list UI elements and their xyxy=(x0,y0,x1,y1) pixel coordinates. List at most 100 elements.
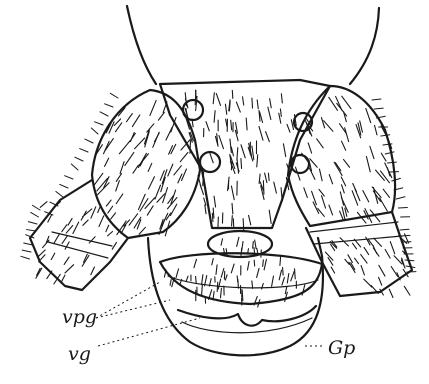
hatch-stroke xyxy=(108,231,113,235)
hatch-stroke xyxy=(73,222,79,233)
hatch-stroke xyxy=(155,185,161,199)
hatch-stroke xyxy=(116,174,121,182)
left-leg-band xyxy=(52,232,112,246)
hatch-stroke xyxy=(99,216,104,227)
hatch-stroke xyxy=(166,127,172,140)
bristle xyxy=(22,250,31,252)
hatch-stroke xyxy=(302,285,305,295)
hatch-stroke xyxy=(379,265,385,276)
hatch-stroke xyxy=(283,268,284,276)
hatch-stroke xyxy=(91,267,95,275)
label-vpg: vpg xyxy=(62,306,97,328)
hatch-stroke xyxy=(190,141,191,154)
hatch-stroke xyxy=(243,97,244,105)
hatch-stroke xyxy=(375,125,377,134)
hatch-stroke xyxy=(361,266,364,275)
hatch-stroke xyxy=(265,173,267,183)
hatch-stroke xyxy=(170,280,171,286)
hatch-stroke xyxy=(204,198,206,205)
hatch-stroke xyxy=(168,164,173,176)
bristle xyxy=(398,207,407,208)
ventral-plate xyxy=(160,253,322,304)
bristle xyxy=(392,178,401,181)
hatch-stroke xyxy=(147,206,153,215)
bristle xyxy=(385,152,394,154)
hatch-stroke xyxy=(321,118,324,128)
hatch-stroke xyxy=(145,198,155,209)
hatch-stroke xyxy=(148,177,154,189)
hatch-stroke xyxy=(243,219,244,232)
hatch-stroke xyxy=(279,113,281,123)
hatch-stroke xyxy=(343,159,349,167)
hatch-stroke xyxy=(195,90,196,104)
hatch-stroke xyxy=(236,102,240,112)
hatch-stroke xyxy=(145,131,150,147)
hatch-stroke xyxy=(225,275,227,280)
bristle xyxy=(374,108,383,109)
right-leg-band-2 xyxy=(314,236,402,244)
bristle xyxy=(75,157,83,161)
hatch-stroke xyxy=(281,94,282,103)
bristle xyxy=(31,212,39,217)
hatch-stroke xyxy=(36,268,42,278)
label-vg: vg xyxy=(68,343,91,365)
hatch-stroke xyxy=(390,242,394,254)
hatch-stroke xyxy=(255,240,256,248)
hatch-stroke xyxy=(366,109,371,123)
hatch-stroke xyxy=(385,249,390,258)
hatch-stroke xyxy=(205,205,206,214)
hatch-stroke xyxy=(216,265,217,275)
hatch-stroke xyxy=(280,257,281,265)
hatch-stroke xyxy=(242,241,243,250)
hatch-stroke xyxy=(176,269,178,277)
hatch-stroke xyxy=(246,118,247,130)
hatch-stroke xyxy=(83,209,92,217)
bristle xyxy=(95,122,103,125)
hatch-stroke xyxy=(321,196,325,208)
bristle xyxy=(401,235,410,236)
hatch-stroke xyxy=(257,100,258,109)
hatch-stroke xyxy=(212,259,213,265)
vg-leader xyxy=(98,318,200,346)
hatch-stroke xyxy=(138,153,146,167)
hatch-stroke xyxy=(287,124,290,132)
genital-plate-outline xyxy=(148,238,323,355)
hatch-stroke xyxy=(97,178,108,191)
hatch-stroke xyxy=(264,259,266,269)
hatch-stroke xyxy=(237,148,238,160)
hatch-stroke xyxy=(379,277,382,285)
hatch-stroke xyxy=(226,119,227,126)
hatch-stroke xyxy=(68,218,72,225)
hatch-stroke xyxy=(364,247,369,254)
hatch-stroke xyxy=(266,132,270,142)
hatch-stroke xyxy=(272,276,274,286)
hatch-stroke xyxy=(127,114,133,122)
bristle xyxy=(396,197,405,199)
hatch-stroke xyxy=(274,182,277,193)
vpg-leader xyxy=(96,282,160,318)
hatch-stroke xyxy=(363,191,369,202)
hatch-stroke xyxy=(150,100,156,115)
hatch-stroke xyxy=(257,155,258,167)
hatch-stroke xyxy=(324,121,333,132)
bristle xyxy=(28,222,37,224)
hatch-stroke xyxy=(232,216,233,226)
hatch-stroke xyxy=(178,174,182,183)
vpg-leader-2 xyxy=(96,300,170,318)
hatch-stroke xyxy=(154,133,159,142)
hatch-stroke xyxy=(287,274,289,283)
hatch-stroke xyxy=(280,109,281,117)
hatch-stroke xyxy=(366,156,370,171)
hatch-stroke xyxy=(331,267,334,273)
hatch-stroke xyxy=(268,107,271,119)
hatch-stroke xyxy=(162,170,167,184)
bristle xyxy=(100,112,108,116)
hatch-stroke xyxy=(319,189,324,196)
hatch-stroke xyxy=(340,211,343,219)
hatch-stroke xyxy=(380,198,388,211)
hatch-stroke xyxy=(231,264,234,273)
hatch-stroke xyxy=(391,267,397,277)
hatch-stroke xyxy=(148,163,152,171)
hatch-stroke xyxy=(111,213,116,219)
hatch-stroke xyxy=(125,152,134,165)
